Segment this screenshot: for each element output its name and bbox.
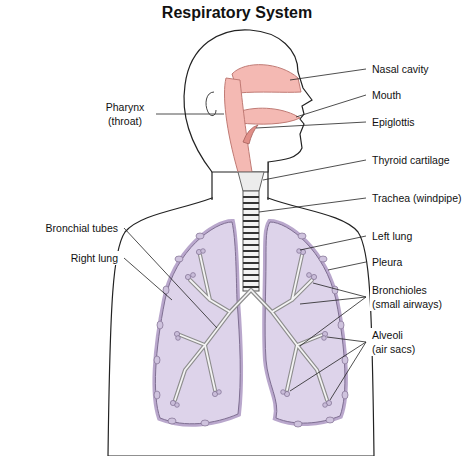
part-label: Nasal cavity [370, 62, 431, 76]
alveolus [191, 273, 196, 278]
part-label: Thyroid cartilage [370, 153, 452, 167]
trachea-rings [243, 197, 259, 287]
bronchi-outer [175, 255, 327, 400]
part-label: Trachea (windpipe) [370, 191, 464, 205]
left-lung [265, 222, 345, 423]
alveoli-clusters [170, 249, 331, 408]
part-label: Bronchial tubes [44, 221, 120, 235]
pleura-bump [201, 420, 209, 426]
diagram-title: Respiratory System [0, 3, 474, 23]
pleura-bump [298, 233, 306, 239]
alveolus [322, 336, 327, 341]
pleura-bump [196, 233, 204, 239]
pleura-bump [326, 417, 334, 423]
pleura-bump [294, 421, 302, 427]
pleura-bumps [154, 233, 348, 427]
leader-line [124, 258, 172, 300]
leader-line [328, 262, 366, 270]
leader-line [259, 198, 366, 212]
alveolus [185, 274, 190, 279]
leader-line [256, 122, 366, 128]
leader-line [124, 228, 217, 328]
part-label: Pharynx (throat) [98, 100, 152, 128]
left-lung-pleura [265, 222, 345, 423]
leader-line [313, 283, 366, 297]
alveolus [307, 273, 312, 278]
alveolus [175, 403, 180, 408]
alveolus [297, 249, 302, 254]
pleura-bump [332, 286, 338, 294]
pleura-bump [342, 391, 348, 399]
alveolus [323, 403, 328, 408]
part-label: Alveoli (air sacs) [370, 328, 420, 356]
leader-line [290, 342, 366, 391]
part-label: Bronchioles (small airways) [370, 283, 452, 311]
pleura-bump [154, 356, 160, 364]
part-label: Epiglottis [370, 115, 417, 129]
part-label: Right lung [69, 251, 120, 265]
leader-line [156, 114, 224, 115]
pharynx-tube [225, 78, 253, 172]
epiglottis-flap [243, 125, 258, 144]
pleura-bump [338, 321, 344, 329]
leader-line [263, 160, 366, 180]
part-label: Mouth [370, 88, 403, 102]
torso-outline [108, 198, 374, 456]
pleura-bump [319, 256, 327, 262]
leader-line [300, 297, 366, 304]
right-lung [155, 222, 240, 424]
leader-line [330, 342, 366, 400]
part-label: Pleura [370, 255, 404, 269]
ear-outline [206, 92, 216, 116]
pleura-bump [175, 256, 183, 262]
alveolus [201, 249, 206, 254]
right-lung-pleura [155, 222, 240, 424]
bronchi-inner [175, 255, 327, 400]
trachea-tube [243, 191, 259, 291]
part-label: Left lung [370, 229, 414, 243]
alveolus [217, 390, 222, 395]
mouth-cavity [238, 108, 300, 124]
nasal-cavity [232, 65, 301, 93]
alveolus [311, 274, 316, 279]
bronchial-tree [175, 255, 327, 400]
alveolus [281, 390, 286, 395]
leader-line [296, 95, 366, 117]
alveolus [176, 336, 181, 341]
leader-line [290, 69, 366, 80]
leader-line [300, 236, 366, 250]
leader-lines [124, 69, 366, 400]
thyroid-cartilage [238, 172, 264, 191]
leader-line [300, 297, 366, 346]
pleura-bump [157, 321, 163, 329]
leader-line [327, 337, 366, 342]
pleura-bump [168, 418, 176, 424]
pleura-bump [154, 391, 160, 399]
head-outline [184, 30, 312, 172]
